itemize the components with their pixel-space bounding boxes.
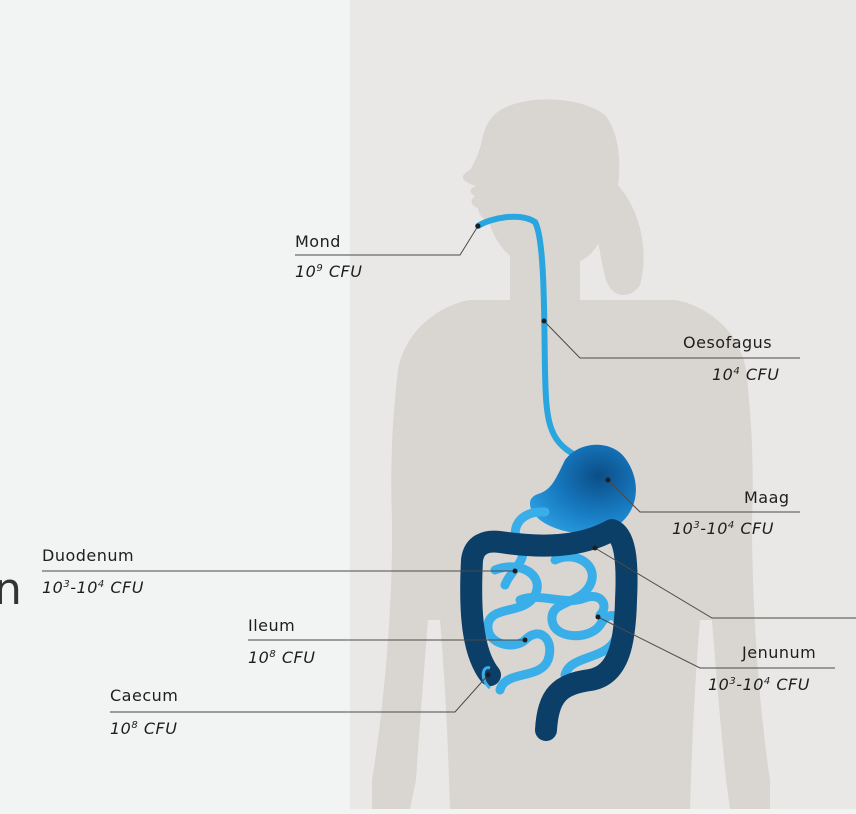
label-maag-name: Maag [744,488,790,507]
label-maag-cfu: 103-104 CFU [672,519,774,538]
label-caecum-cfu: 108 CFU [110,719,177,738]
label-oesofagus-cfu: 104 CFU [712,365,779,384]
label-duodenum-name: Duodenum [42,546,134,565]
caecum-dot [486,673,491,678]
label-mond: Mond [295,232,341,251]
label-ileum-cfu: 108 CFU [248,648,315,667]
label-duodenum-cfu: 103-104 CFU [42,578,144,597]
oesofagus-dot [542,319,547,324]
ileum-dot [523,638,528,643]
edge-letter: n [0,568,22,612]
label-jenunum-name: Jenunum [742,643,816,662]
label-mond-name: Mond [295,232,341,251]
label-ileum-name: Ileum [248,616,295,635]
label-mond-cfu: 109 CFU [295,262,362,281]
maag-dot [606,478,611,483]
label-oesofagus-name: Oesofagus [683,333,772,352]
label-jenunum-cfu: 103-104 CFU [708,675,810,694]
label-caecum-name: Caecum [110,686,178,705]
colon-dot [593,546,598,551]
duodenum-dot [513,569,518,574]
jenunum-dot [596,615,601,620]
mond-dot [476,224,481,229]
